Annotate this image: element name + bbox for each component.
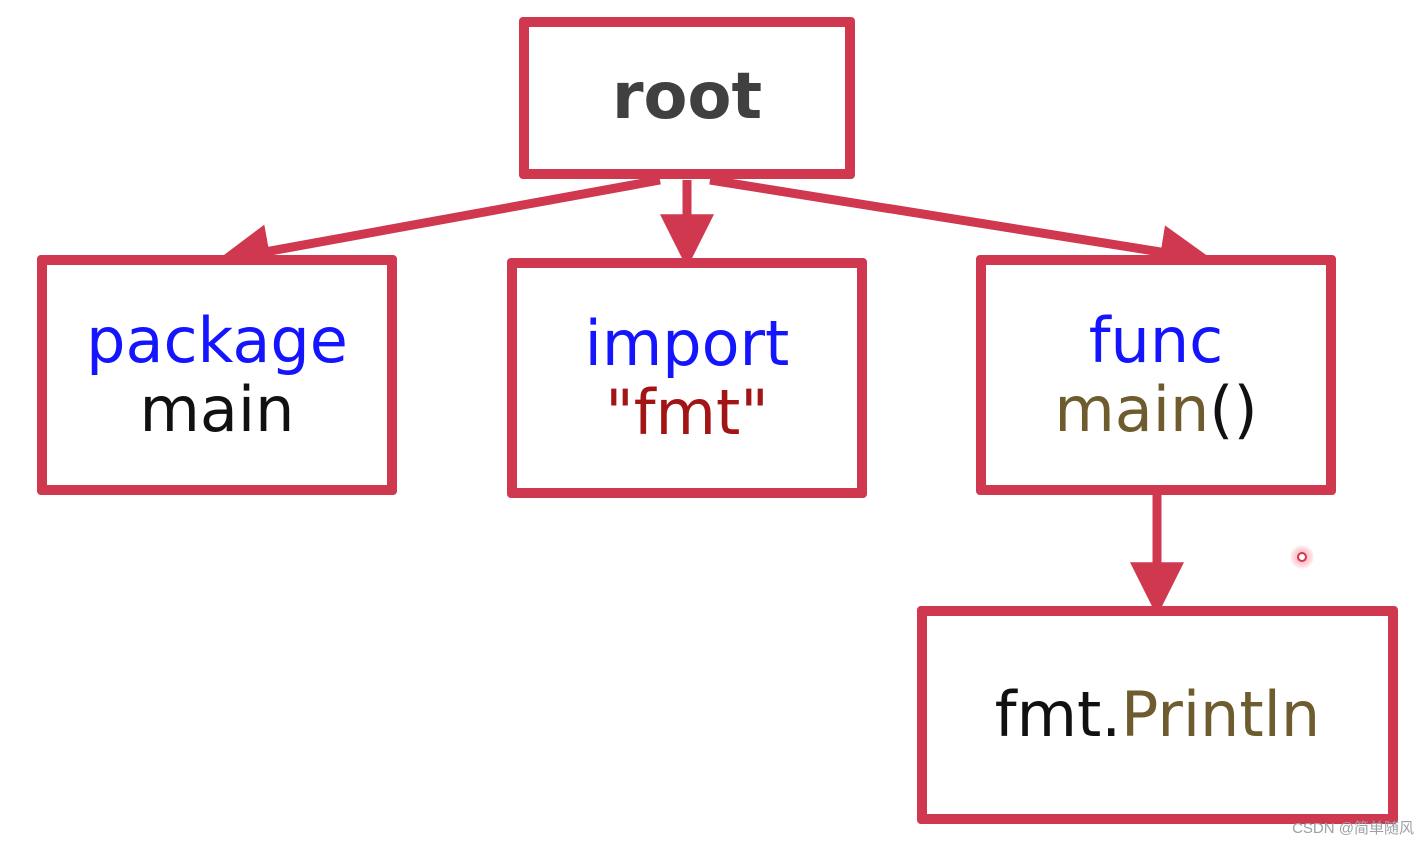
import-keyword: import bbox=[584, 306, 790, 380]
println-method: Println bbox=[1121, 678, 1321, 752]
package-name: main bbox=[139, 373, 295, 446]
edge-root-func bbox=[709, 175, 1214, 279]
node-func-main: func main() bbox=[976, 255, 1336, 495]
println-object: fmt. bbox=[994, 678, 1122, 752]
node-package-main: package main bbox=[37, 255, 397, 495]
node-fmt-println: fmt.Println bbox=[917, 606, 1398, 824]
package-keyword: package bbox=[86, 303, 348, 377]
func-parens: () bbox=[1209, 373, 1258, 446]
func-name: main bbox=[1054, 373, 1210, 446]
cursor-pointer-icon bbox=[1290, 545, 1314, 569]
func-signature: main() bbox=[1054, 375, 1257, 444]
root-label: root bbox=[611, 60, 763, 135]
edge-root-package bbox=[216, 175, 661, 278]
import-value: "fmt" bbox=[605, 376, 769, 449]
node-root: root bbox=[519, 17, 855, 179]
func-keyword: func bbox=[1088, 303, 1224, 377]
watermark: CSDN @简单随风 bbox=[1292, 820, 1414, 837]
println-expression: fmt.Println bbox=[995, 680, 1320, 749]
node-import-fmt: import "fmt" bbox=[507, 258, 867, 498]
